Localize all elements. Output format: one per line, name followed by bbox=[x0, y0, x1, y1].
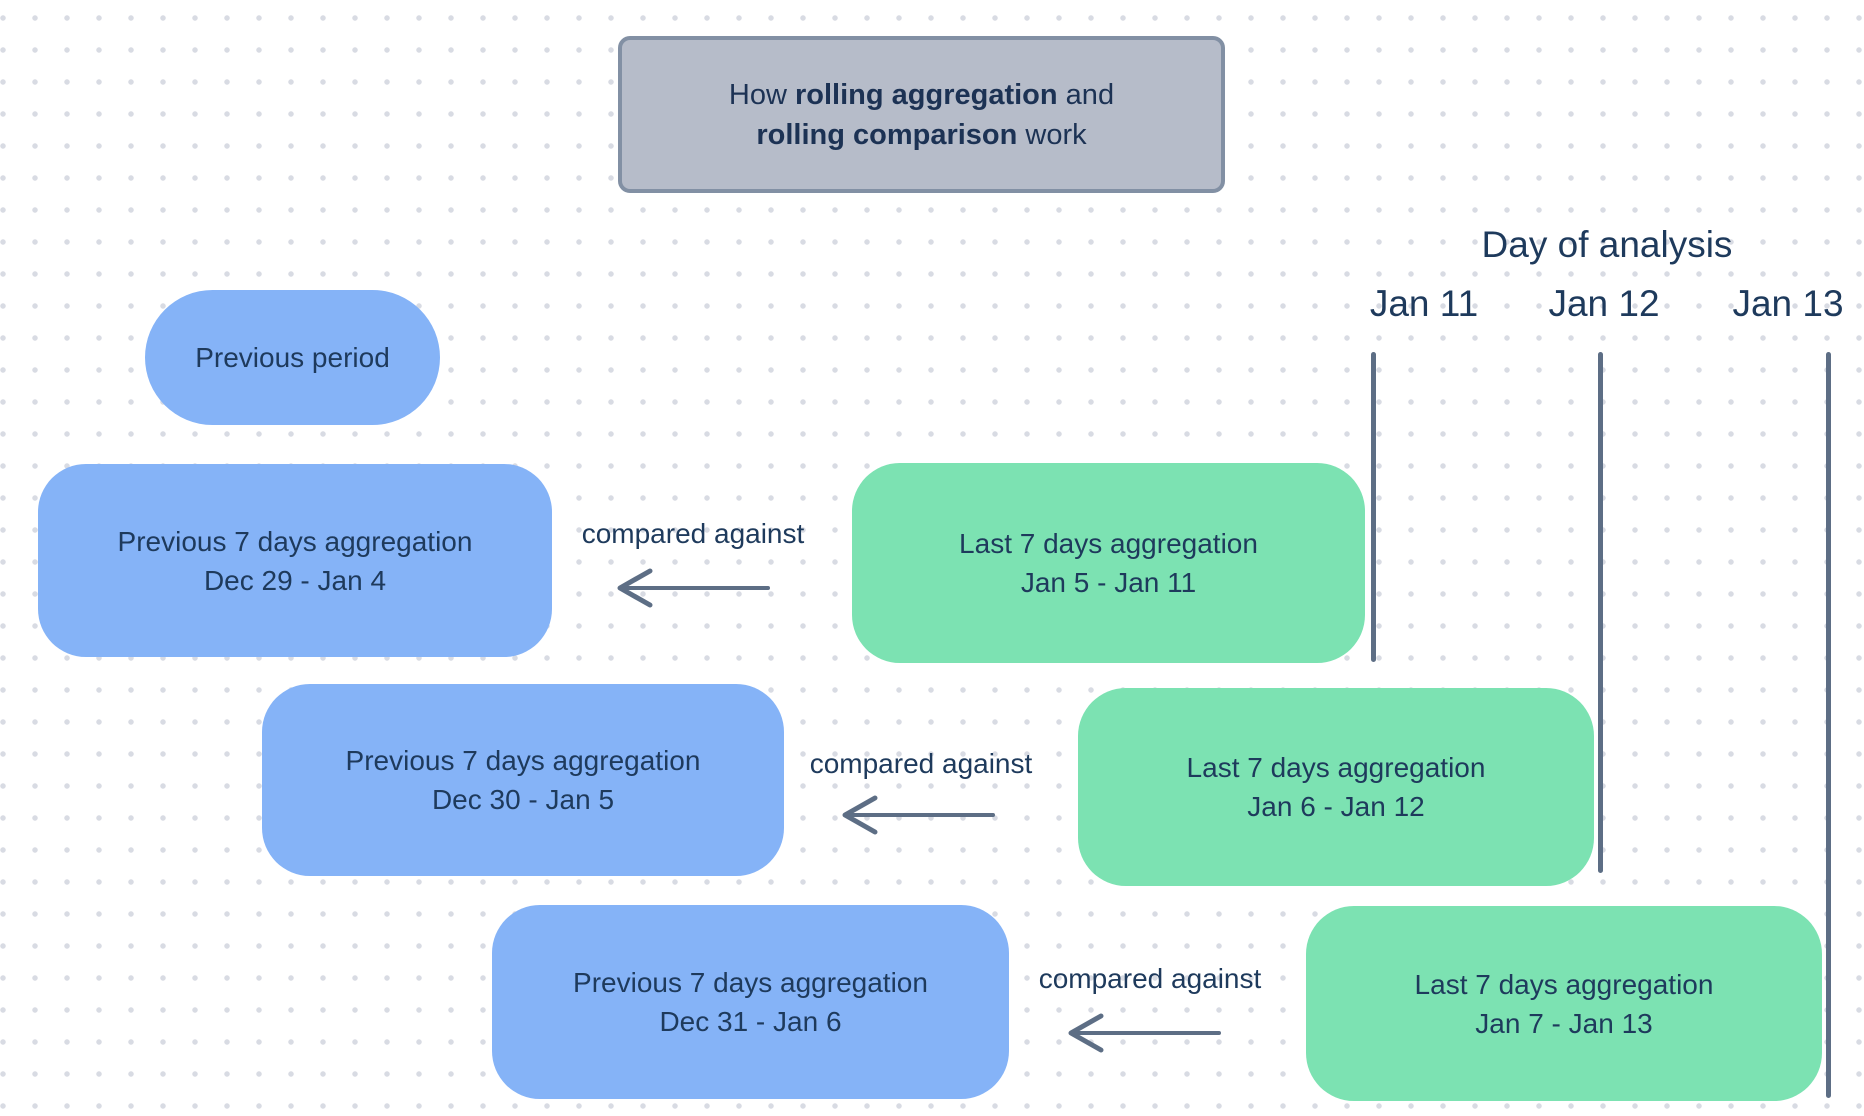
title-bold-rolling-comparison: rolling comparison bbox=[756, 118, 1018, 151]
previous-aggregation-title: Previous 7 days aggregation bbox=[345, 745, 701, 776]
previous-aggregation-box-2: Previous 7 days aggregation Dec 30 - Jan… bbox=[262, 684, 784, 876]
last-aggregation-dates: Jan 5 - Jan 11 bbox=[1020, 567, 1197, 598]
title-text: work bbox=[1017, 118, 1087, 151]
last-aggregation-title: Last 7 days aggregation bbox=[1414, 968, 1714, 1000]
previous-aggregation-box-1: Previous 7 days aggregation Dec 29 - Jan… bbox=[38, 464, 552, 657]
compared-against-label-2: compared against bbox=[809, 748, 1033, 779]
previous-aggregation-dates: Dec 30 - Jan 5 bbox=[431, 784, 615, 815]
title-line-2: rolling comparison work bbox=[756, 115, 1086, 155]
title-text: How bbox=[728, 78, 795, 111]
previous-aggregation-dates: Dec 29 - Jan 4 bbox=[203, 564, 387, 596]
title-text: and bbox=[1057, 78, 1115, 111]
day-column-line-jan-13 bbox=[1826, 352, 1831, 1098]
last-aggregation-box-3: Last 7 days aggregation Jan 7 - Jan 13 bbox=[1306, 906, 1822, 1101]
day-label-jan-11: Jan 11 bbox=[1369, 283, 1479, 324]
previous-aggregation-box-3: Previous 7 days aggregation Dec 31 - Jan… bbox=[492, 905, 1009, 1099]
day-column-line-jan-12 bbox=[1598, 352, 1603, 873]
compare-arrow-icon-2 bbox=[842, 795, 995, 835]
previous-period-label: Previous period bbox=[195, 341, 390, 373]
last-aggregation-title: Last 7 days aggregation bbox=[1186, 752, 1486, 783]
compared-against-label-1: compared against bbox=[581, 518, 805, 549]
title-bold-rolling-aggregation: rolling aggregation bbox=[795, 78, 1058, 111]
previous-period-box: Previous period bbox=[145, 290, 440, 425]
title-box: How rolling aggregation and rolling comp… bbox=[618, 36, 1225, 193]
compare-arrow-icon-3 bbox=[1068, 1013, 1221, 1053]
last-aggregation-title: Last 7 days aggregation bbox=[959, 528, 1258, 559]
last-aggregation-box-2: Last 7 days aggregation Jan 6 - Jan 12 bbox=[1078, 688, 1594, 886]
day-label-jan-12: Jan 12 bbox=[1548, 283, 1660, 324]
compared-against-label-3: compared against bbox=[1038, 963, 1262, 994]
previous-aggregation-dates: Dec 31 - Jan 6 bbox=[659, 1006, 842, 1037]
last-aggregation-dates: Jan 7 - Jan 13 bbox=[1475, 1007, 1653, 1039]
title-line-1: How rolling aggregation and bbox=[729, 75, 1114, 115]
previous-aggregation-title: Previous 7 days aggregation bbox=[117, 525, 473, 557]
compare-arrow-icon-1 bbox=[617, 568, 770, 608]
day-column-line-jan-11 bbox=[1371, 352, 1376, 662]
last-aggregation-box-1: Last 7 days aggregation Jan 5 - Jan 11 bbox=[852, 463, 1365, 663]
day-of-analysis-heading: Day of analysis bbox=[1481, 224, 1733, 265]
previous-aggregation-title: Previous 7 days aggregation bbox=[573, 967, 928, 998]
last-aggregation-dates: Jan 6 - Jan 12 bbox=[1247, 791, 1425, 822]
day-label-jan-13: Jan 13 bbox=[1732, 283, 1844, 324]
